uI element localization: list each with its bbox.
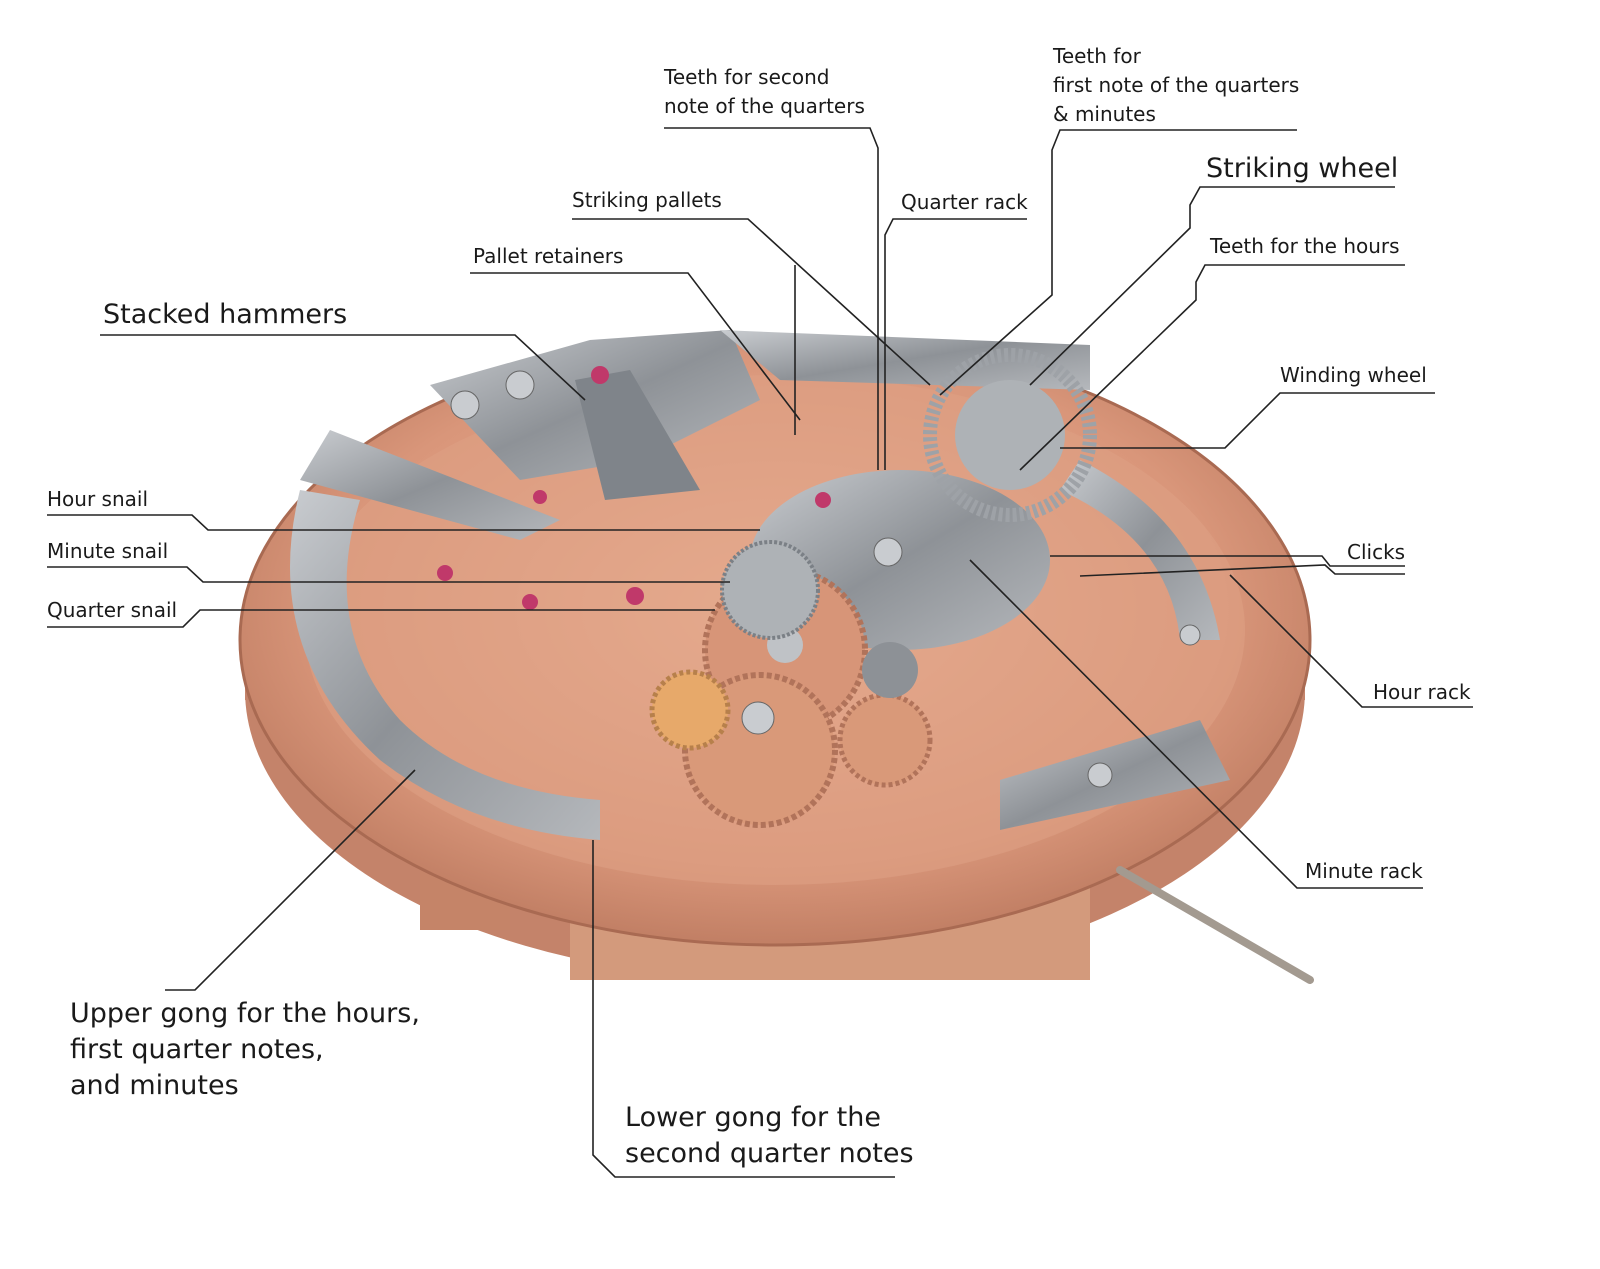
label-line: first note of the quarters — [1053, 73, 1300, 97]
label-stacked-hammers: Stacked hammers — [103, 299, 348, 330]
top-bridge — [720, 330, 1090, 390]
lower-bridge — [1000, 720, 1230, 830]
winding-stem — [1116, 866, 1314, 984]
label-teeth-hours: Teeth for the hours — [1210, 234, 1400, 258]
label-quarter-rack: Quarter rack — [901, 190, 1028, 214]
hour-rack-shape — [1060, 460, 1220, 640]
jewels-and-screws — [437, 366, 1201, 788]
label-pallet-retainers: Pallet retainers — [473, 244, 624, 268]
label-line: Lower gong for the — [625, 1102, 881, 1133]
gears — [649, 348, 1097, 828]
label-line: first quarter notes, — [70, 1034, 324, 1065]
label-line: Upper gong for the hours, — [70, 998, 420, 1029]
upper-gong-shape — [290, 490, 600, 840]
label-line: Teeth for second — [664, 65, 830, 89]
leader-lines — [47, 127, 1473, 1178]
label-line: second quarter notes — [625, 1138, 914, 1169]
label-line: note of the quarters — [664, 94, 865, 118]
label-lower-gong: Lower gong for the second quarter notes — [625, 1100, 914, 1172]
label-striking-wheel: Striking wheel — [1206, 153, 1399, 184]
label-line: Teeth for — [1053, 44, 1141, 68]
label-hour-snail: Hour snail — [47, 487, 148, 511]
label-hour-rack: Hour rack — [1373, 680, 1471, 704]
label-line: & minutes — [1053, 102, 1156, 126]
label-minute-snail: Minute snail — [47, 539, 169, 563]
label-teeth-second-quarters: Teeth for second note of the quarters — [664, 63, 865, 121]
label-striking-pallets: Striking pallets — [572, 188, 722, 212]
hammer — [575, 370, 700, 500]
label-upper-gong: Upper gong for the hours, first quarter … — [70, 996, 420, 1104]
gong-arm — [300, 430, 560, 540]
label-teeth-first-quarters: Teeth for first note of the quarters & m… — [1053, 42, 1299, 129]
label-winding-wheel: Winding wheel — [1280, 363, 1427, 387]
label-clicks: Clicks — [1347, 540, 1406, 564]
label-minute-rack: Minute rack — [1305, 859, 1423, 883]
label-line: and minutes — [70, 1070, 239, 1101]
label-quarter-snail: Quarter snail — [47, 598, 178, 622]
